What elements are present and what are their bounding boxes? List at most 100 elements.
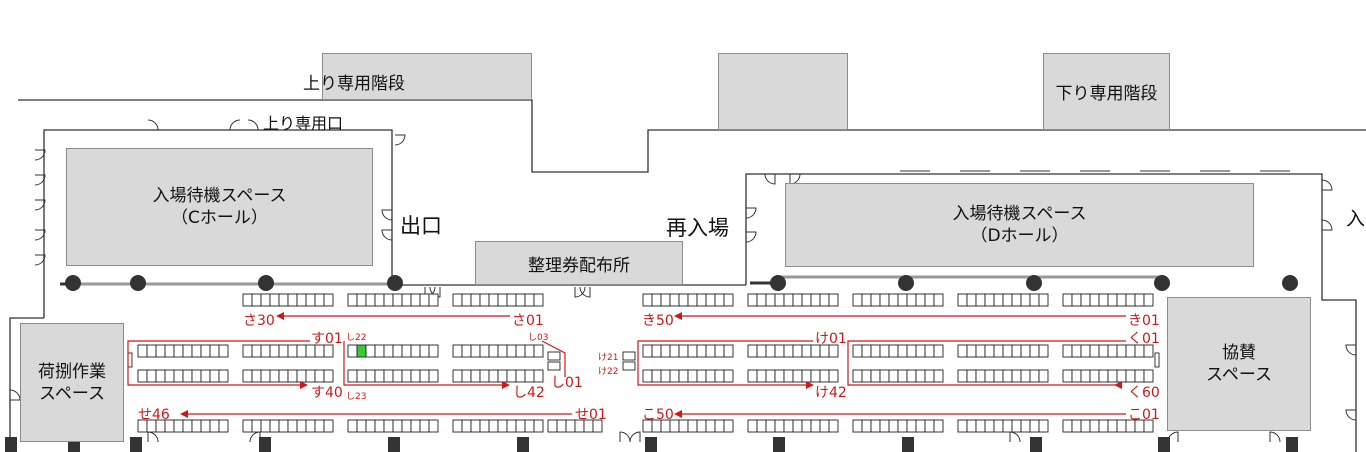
- door: [1345, 344, 1357, 356]
- square-pillar: [130, 437, 142, 452]
- booth: [957, 293, 968, 307]
- booth: [765, 344, 776, 358]
- booth: [723, 419, 734, 433]
- booth: [173, 419, 184, 433]
- door-swing: [1269, 431, 1281, 443]
- booth: [1011, 344, 1022, 358]
- door-swing: [34, 254, 46, 266]
- square-pillar: [1158, 437, 1170, 452]
- booth: [461, 293, 472, 307]
- booth: [966, 344, 977, 358]
- door: [1321, 219, 1333, 231]
- booth: [209, 419, 220, 433]
- row-label-ke42: け42: [815, 385, 847, 401]
- booth: [296, 369, 307, 383]
- door: [34, 229, 46, 241]
- booth: [251, 369, 262, 383]
- row-label-ki01: き01: [1128, 313, 1160, 329]
- booth: [506, 344, 517, 358]
- booth: [515, 369, 526, 383]
- booth: [828, 369, 839, 383]
- row-label-se46: せ46: [138, 407, 170, 423]
- booth: [810, 369, 821, 383]
- booth: [678, 369, 689, 383]
- booth: [1002, 419, 1013, 433]
- booth: [924, 369, 935, 383]
- pillar: [65, 275, 81, 291]
- door: [394, 134, 406, 146]
- booth: [1011, 419, 1022, 433]
- booth: [1089, 344, 1100, 358]
- row-label-ku60: く60: [1128, 385, 1160, 401]
- booth: [365, 344, 376, 358]
- booth: [479, 419, 490, 433]
- booth: [1098, 293, 1109, 307]
- booth: [173, 369, 184, 383]
- booth: [1071, 344, 1082, 358]
- booth: [314, 369, 325, 383]
- door: [1009, 431, 1021, 443]
- door: [34, 254, 46, 266]
- booth: [888, 344, 899, 358]
- door-swing: [579, 286, 591, 298]
- route-arrow: [502, 381, 510, 389]
- door: [147, 119, 159, 131]
- row-label-sa01: さ01: [512, 313, 544, 329]
- booth: [287, 419, 298, 433]
- booth: [410, 344, 421, 358]
- booth: [687, 369, 698, 383]
- highlighted-booth: [356, 344, 367, 358]
- booth: [374, 369, 385, 383]
- pillar: [1282, 275, 1298, 291]
- booth: [723, 369, 734, 383]
- booth: [915, 369, 926, 383]
- square-pillar: [1030, 437, 1042, 452]
- booth: [470, 344, 481, 358]
- route-line: [343, 341, 502, 386]
- booth: [173, 344, 184, 358]
- booth: [1116, 419, 1127, 433]
- booth: [660, 369, 671, 383]
- booth: [933, 419, 944, 433]
- booth: [642, 369, 653, 383]
- door-swing: [1345, 409, 1357, 421]
- booth: [515, 293, 526, 307]
- booth: [497, 293, 508, 307]
- route-line: [637, 340, 813, 386]
- booth: [547, 419, 558, 433]
- booth: [801, 293, 812, 307]
- booth: [819, 419, 830, 433]
- booth: [783, 369, 794, 383]
- booth: [1143, 369, 1154, 383]
- booth: [1038, 293, 1049, 307]
- booth: [305, 369, 316, 383]
- booth: [651, 369, 662, 383]
- booth: [392, 369, 403, 383]
- booth: [1002, 344, 1013, 358]
- booth: [1062, 419, 1073, 433]
- booth: [888, 293, 899, 307]
- end-booth: [622, 351, 636, 361]
- booth: [879, 369, 890, 383]
- door-swing: [34, 199, 46, 211]
- booth: [305, 293, 316, 307]
- booth: [1143, 344, 1154, 358]
- booth: [957, 344, 968, 358]
- booth: [669, 344, 680, 358]
- booth: [242, 369, 253, 383]
- booth: [993, 369, 1004, 383]
- exit-label: 出口: [400, 214, 442, 238]
- booth: [556, 419, 567, 433]
- booth: [678, 293, 689, 307]
- booth: [383, 419, 394, 433]
- booth: [461, 419, 472, 433]
- booth: [1080, 369, 1091, 383]
- square-pillar: [773, 437, 785, 452]
- booth: [356, 293, 367, 307]
- booth: [392, 344, 403, 358]
- square-pillar: [5, 437, 17, 452]
- booth: [801, 419, 812, 433]
- booth: [452, 344, 463, 358]
- booth: [993, 419, 1004, 433]
- row-label-ke01: け01: [815, 331, 847, 347]
